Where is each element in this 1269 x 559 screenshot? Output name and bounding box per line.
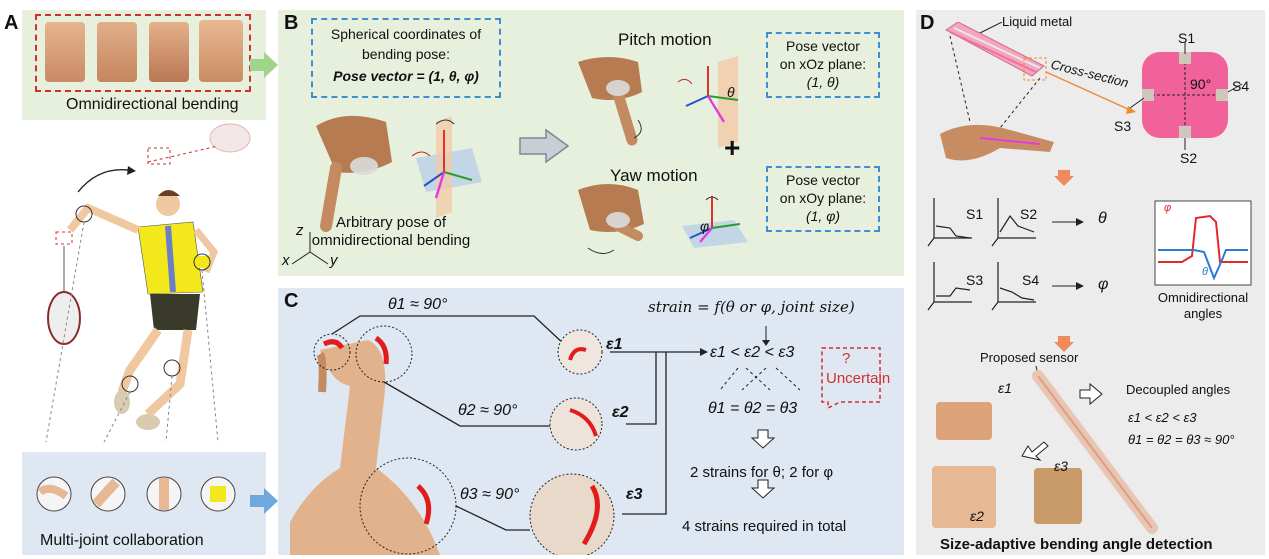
decoupled-inequality: ε1 < ε2 < ε3 — [1128, 410, 1197, 425]
axis-y-label: y — [330, 252, 338, 269]
xoz-line-3: (1, θ) — [806, 74, 840, 90]
axis-z-label: z — [296, 222, 304, 239]
gray-arrow-icon — [519, 128, 570, 164]
plot-s4-label: S4 — [1022, 272, 1040, 288]
s1-label: S1 — [1178, 30, 1196, 46]
blue-arrow-icon — [250, 488, 278, 514]
sensor-cross-section-diagram — [940, 22, 1243, 161]
spherical-coordinates-box: Spherical coordinates of bending pose: P… — [311, 18, 501, 98]
panel-c-letter: C — [284, 290, 299, 312]
theta2-label: θ2 ≈ 90° — [458, 402, 518, 419]
spherical-line-1: Spherical coordinates of — [330, 26, 482, 42]
axis-x-label: x — [282, 252, 290, 269]
strain-formula: strain = f(θ or φ, joint size) — [648, 298, 855, 316]
theta-output-label: θ — [1098, 210, 1107, 227]
xoz-line-1: Pose vector — [786, 38, 860, 54]
multi-joint-label: Multi-joint collaboration — [40, 532, 204, 549]
green-arrow-icon — [250, 52, 278, 78]
panel-d-letter: D — [920, 12, 935, 34]
photo-eps1-label: ε1 — [998, 380, 1012, 396]
orange-arrow-1-icon — [1054, 170, 1074, 186]
xoy-line-3: (1, φ) — [805, 208, 841, 224]
legend-theta: θ — [1202, 266, 1208, 278]
yaw-motion-illustration — [578, 184, 748, 254]
s4-label: S4 — [1232, 78, 1250, 94]
pitch-motion-illustration — [578, 56, 739, 148]
arbitrary-pose-line-2: omnidirectional bending — [311, 232, 471, 249]
gesture-image-3 — [149, 22, 189, 82]
gesture-image-2 — [97, 22, 137, 82]
eps1-label: ε1 — [606, 336, 623, 353]
pose-vector-label: Pose vector = (1, θ, φ) — [333, 68, 479, 84]
phi-output-label: φ — [1098, 276, 1109, 293]
panel-a-letter: A — [4, 12, 19, 34]
xoz-line-2: on xOz plane: — [779, 56, 867, 72]
yaw-motion-label: Yaw motion — [610, 166, 698, 185]
uncertain-label: Uncertain — [826, 370, 891, 387]
sensor-signal-plots — [927, 198, 1084, 311]
gesture-image-4 — [199, 20, 243, 82]
strains-per-angle-label: 2 strains for θ; 2 for φ — [690, 464, 834, 481]
panel-b-letter: B — [284, 12, 299, 34]
pitch-theta-label: θ — [727, 84, 735, 100]
eps2-label: ε2 — [612, 404, 629, 421]
xoz-pose-box: Pose vector on xOz plane: (1, θ) — [766, 32, 880, 98]
joint-images-row — [36, 470, 266, 530]
omnidirectional-bending-label: Omnidirectional bending — [66, 96, 239, 113]
plot-s2-label: S2 — [1020, 206, 1038, 222]
total-strains-label: 4 strains required in total — [682, 518, 847, 535]
omnidirectional-angles-plot — [1154, 200, 1252, 286]
liquid-metal-label: Liquid metal — [1002, 14, 1073, 29]
plot-s3-label: S3 — [966, 272, 984, 288]
uncertain-question-mark: ? — [842, 350, 851, 367]
omni-angles-line-1: Omnidirectional — [1157, 290, 1249, 305]
arbitrary-pose-illustration — [316, 115, 482, 232]
decoupled-angles-label: Decoupled angles — [1126, 382, 1231, 397]
decoupled-equality: θ1 = θ2 = θ3 ≈ 90° — [1128, 432, 1235, 447]
pitch-motion-label: Pitch motion — [618, 30, 712, 49]
theta1-label: θ1 ≈ 90° — [388, 296, 448, 313]
badminton-player-illustration — [45, 123, 251, 443]
xyz-axis-triad — [291, 232, 329, 265]
photo-eps2-label: ε2 — [970, 508, 984, 524]
theta3-label: θ3 ≈ 90° — [460, 486, 520, 503]
size-adaptive-title: Size-adaptive bending angle detection — [940, 536, 1213, 553]
s2-label: S2 — [1180, 150, 1198, 166]
plus-sign: + — [724, 132, 741, 163]
right-angle-label: 90° — [1190, 76, 1212, 92]
gesture-image-1 — [45, 22, 85, 82]
orange-arrow-2-icon — [1054, 336, 1074, 352]
arbitrary-pose-line-1: Arbitrary pose of — [335, 214, 447, 231]
xoy-line-2: on xOy plane: — [779, 190, 867, 206]
omni-angles-line-2: angles — [1183, 306, 1223, 321]
plot-s1-label: S1 — [966, 206, 984, 222]
eps3-label: ε3 — [626, 486, 643, 503]
legend-phi: φ — [1164, 202, 1172, 214]
hand-gestures-frame — [35, 14, 251, 92]
epsilon-inequality: ε1 < ε2 < ε3 — [710, 344, 795, 361]
yaw-phi-label: φ — [700, 218, 710, 234]
spherical-line-2: bending pose: — [362, 46, 450, 62]
theta-equality: θ1 = θ2 = θ3 — [708, 400, 798, 417]
xoy-pose-box: Pose vector on xOy plane: (1, φ) — [766, 166, 880, 232]
arm-joint-diagram — [290, 315, 881, 555]
proposed-sensor-label: Proposed sensor — [980, 350, 1079, 365]
photo-eps3-label: ε3 — [1054, 458, 1068, 474]
sensor-photo-and-hands — [932, 365, 1158, 534]
s3-label: S3 — [1114, 118, 1132, 134]
xoy-line-1: Pose vector — [786, 172, 860, 188]
